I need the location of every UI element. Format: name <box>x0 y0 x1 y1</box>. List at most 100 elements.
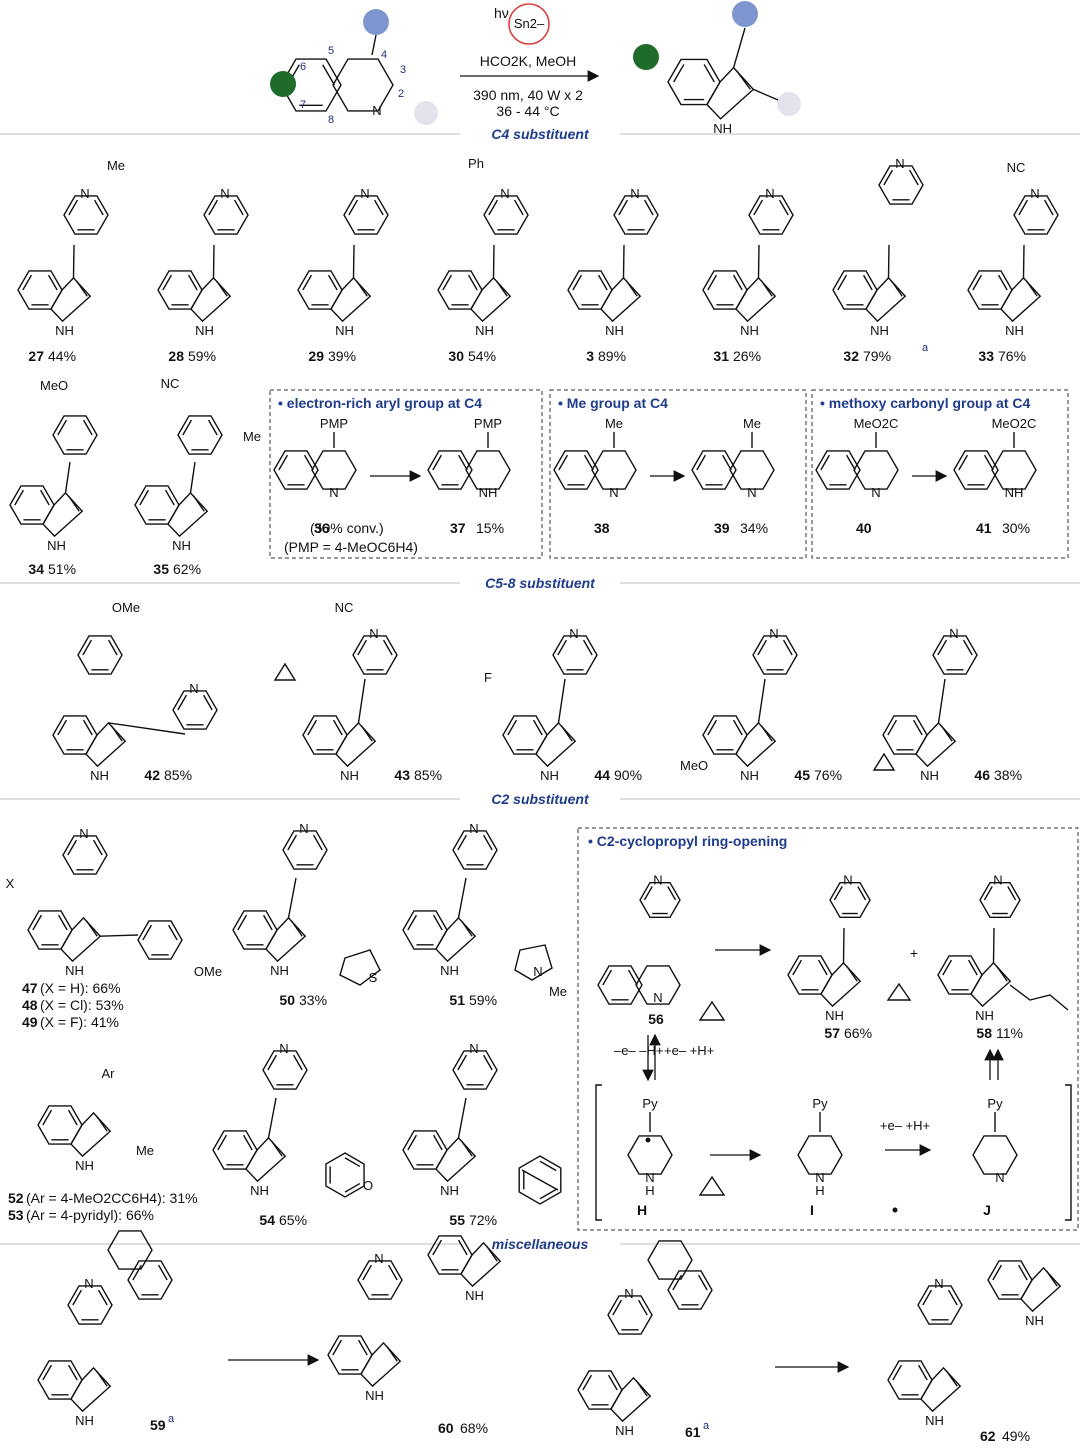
pyridine-n-label: N <box>871 485 880 500</box>
double-bond <box>290 920 303 937</box>
indole-nh-label: NH <box>75 1158 94 1173</box>
misc-pyridine-0 <box>67 1285 113 1325</box>
compound-yield: 51% <box>48 561 76 577</box>
indole-nh-label: NH <box>335 323 354 338</box>
c58-indole-2-pyrrole-ring <box>535 721 577 768</box>
sulfur-label: S <box>369 970 378 985</box>
double-bond <box>457 834 468 851</box>
scope-box <box>811 389 1069 559</box>
product-benzo-circle <box>633 44 659 70</box>
product-c4-circle <box>732 1 758 27</box>
double-bond <box>557 639 568 656</box>
compound-number: 42 <box>144 767 160 783</box>
c4-aryl-ring-1 <box>203 195 249 235</box>
double-bond <box>667 886 677 901</box>
compound-number: 44 <box>594 767 610 783</box>
indole-nh-label: NH <box>250 1183 269 1198</box>
double-bond <box>72 1289 83 1306</box>
double-bond <box>721 454 732 471</box>
c4-indole-0-pyrrole-ring <box>50 276 92 323</box>
propyl-chain <box>1009 984 1069 1011</box>
pyridine-n-label: N <box>220 186 229 201</box>
reverse-conditions: +e– +H+ <box>664 1043 714 1058</box>
c4-aryl-ring-3 <box>483 195 529 235</box>
double-bond <box>760 280 773 297</box>
double-bond <box>732 719 743 736</box>
compound-number: 28 <box>168 348 184 364</box>
compound-yield: 85% <box>414 767 442 783</box>
indole-nh-label: NH <box>465 1288 484 1303</box>
box-sm-pyridine <box>853 450 899 490</box>
compound-number: 62 <box>980 1428 996 1444</box>
indole-nh-label: NH <box>920 768 939 783</box>
double-bond <box>167 924 178 941</box>
indole-nh-label: NH <box>713 121 732 136</box>
box-sm-pyridine <box>591 450 637 490</box>
ch2-linker <box>64 461 71 494</box>
sm-number: 40 <box>856 520 872 536</box>
pyridine-n-label: N <box>934 1276 943 1291</box>
double-bond <box>132 1264 143 1281</box>
compound-yield: 39% <box>328 348 356 364</box>
double-bond <box>362 1264 373 1281</box>
c4-aryl-ring-6 <box>878 165 924 205</box>
double-bond <box>75 280 88 297</box>
compound-number: 43 <box>394 767 410 783</box>
ch2-linker <box>842 927 845 963</box>
double-bond <box>267 1054 278 1071</box>
compound-yield: 49% <box>1002 1428 1030 1444</box>
c4-aryl-ring-2 <box>343 195 389 235</box>
c4-indole-5-pyrrole-ring <box>735 276 777 323</box>
double-bond <box>262 914 273 931</box>
double-bond <box>627 969 638 986</box>
ch2-linker <box>212 244 215 278</box>
double-bond <box>558 454 569 471</box>
compound-yield: 89% <box>598 348 626 364</box>
double-bond <box>937 639 948 656</box>
double-bond <box>432 454 443 471</box>
double-bond <box>382 639 393 656</box>
double-bond <box>292 1054 303 1071</box>
double-bond <box>82 419 93 436</box>
double-bond <box>883 169 894 186</box>
x-substituent-label: X <box>6 876 15 891</box>
double-bond <box>202 694 213 711</box>
pyridine-n-label: N <box>569 626 578 641</box>
double-bond <box>703 64 715 83</box>
c2-pyridine-single-1 <box>452 830 498 870</box>
compound-yield: 85% <box>164 767 192 783</box>
n-label: N <box>815 1170 824 1185</box>
double-bond <box>488 199 499 216</box>
pyridine-n-label: N <box>84 1276 93 1291</box>
double-bond <box>139 489 150 506</box>
c4-bond <box>371 34 377 56</box>
ch2-linker <box>72 244 75 278</box>
double-bond <box>208 199 219 216</box>
footnote-a: a <box>168 1413 175 1425</box>
pyridine-57 <box>829 881 871 919</box>
box-title: • electron-rich aryl group at C4 <box>278 395 482 411</box>
pyridine-n-label: N <box>769 626 778 641</box>
c2-indole-single-0-benzo-ring <box>232 910 278 950</box>
c58-indole-1-benzo-ring <box>302 715 348 755</box>
double-bond <box>643 886 653 901</box>
quinoline-benzo-ring <box>280 58 342 112</box>
double-bond <box>967 959 978 976</box>
double-bond <box>42 1109 53 1126</box>
compound-number: 34 <box>28 561 44 577</box>
double-bond <box>332 719 343 736</box>
c4-indole-0-benzo-ring <box>17 270 63 310</box>
c2-indole-single-2-benzo-ring <box>212 1130 258 1170</box>
double-bond <box>432 914 443 931</box>
indole-nh-label: NH <box>740 768 759 783</box>
pyrazole-ring <box>514 944 553 981</box>
misc-quinoline-benzo <box>667 1270 713 1310</box>
product-number: 39 <box>714 520 730 536</box>
c58-aryl-ring-3 <box>752 635 798 675</box>
ch2-linker <box>1022 244 1025 278</box>
adamantyl-bond <box>521 1169 559 1191</box>
pyridyl-label: Py <box>812 1096 828 1111</box>
double-bond <box>672 1274 683 1291</box>
